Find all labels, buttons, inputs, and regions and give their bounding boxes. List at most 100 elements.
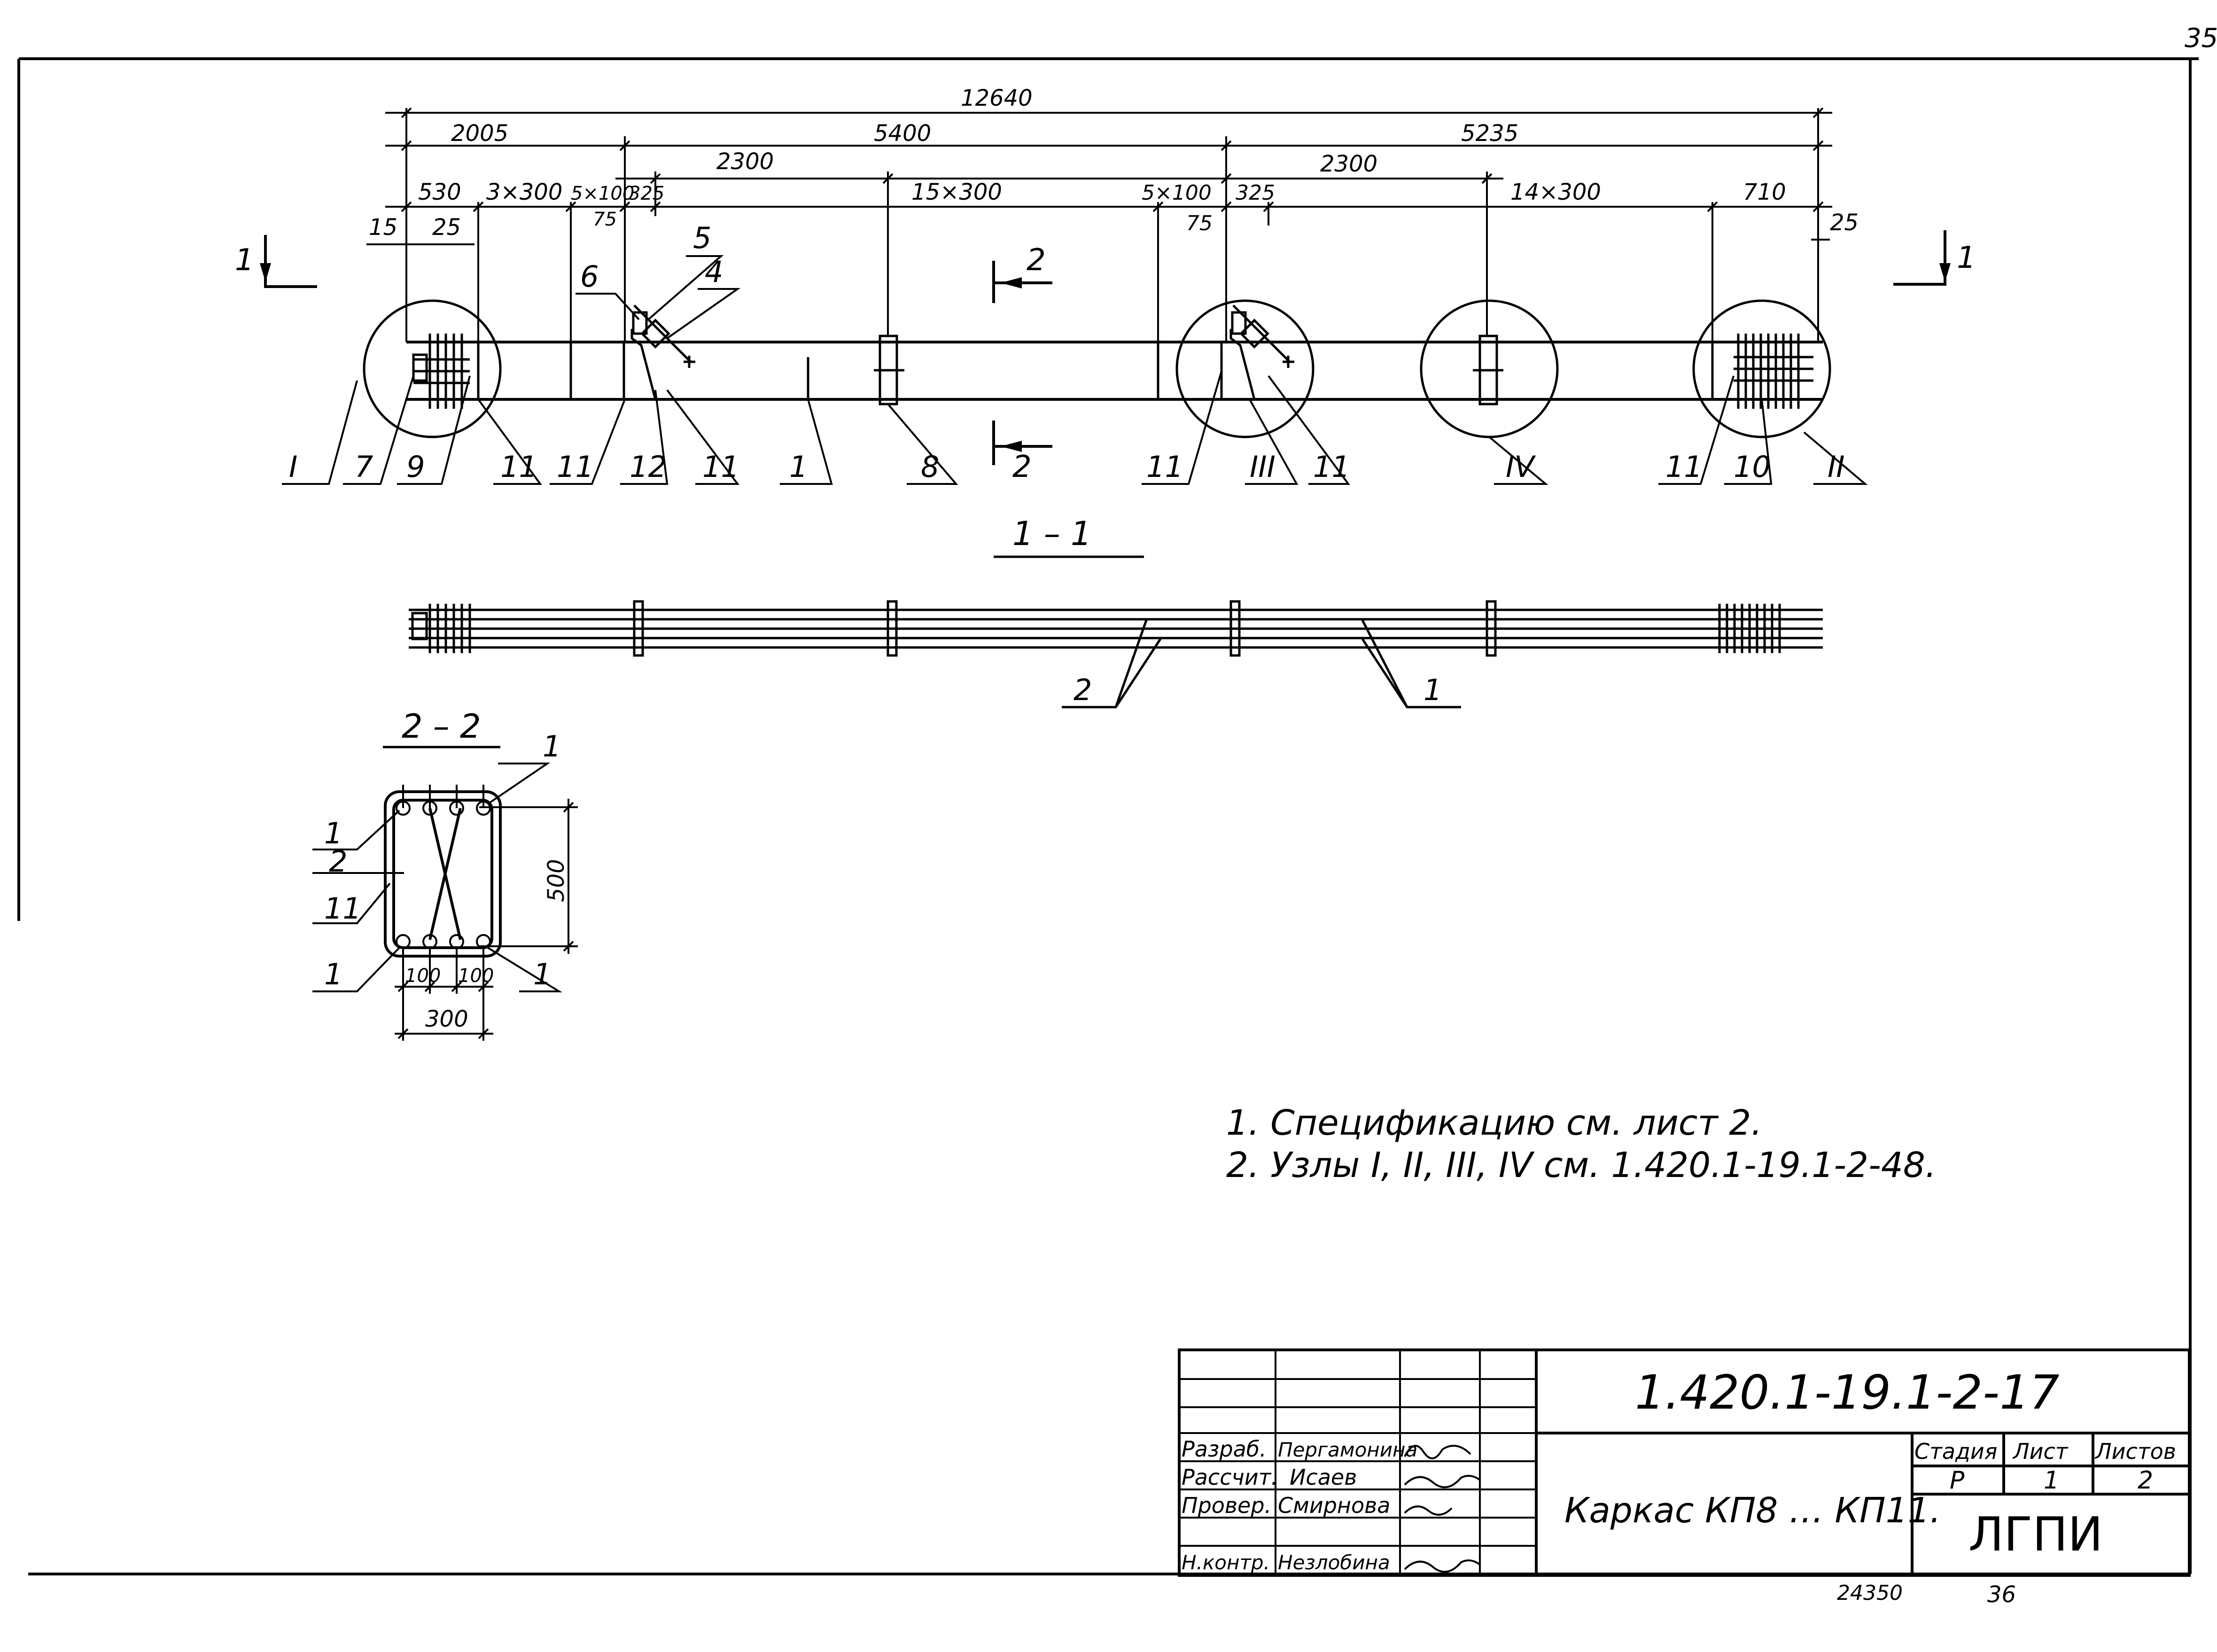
section-2-2-label-1-bottom-left: 1 <box>324 957 342 991</box>
callout-node-II: II <box>1828 450 1845 484</box>
spacer-clamps <box>874 335 1503 405</box>
dim-75-b: 75 <box>1186 211 1213 235</box>
section-mark-2-bottom: 2 <box>992 421 1052 484</box>
svg-text:1: 1 <box>1957 241 1976 275</box>
stirrups <box>477 342 1714 399</box>
dim-seg-left: 2005 <box>451 120 508 147</box>
section-2-2-label-2: 2 <box>329 844 347 879</box>
dim-seg-mid: 5400 <box>874 120 931 147</box>
dim-325-a: 325 <box>629 183 664 204</box>
footer-right-number: 36 <box>1987 1582 2016 1608</box>
name-norm-control: Незлобина <box>1278 1551 1390 1574</box>
dim-530: 530 <box>418 179 461 205</box>
section-2-2-spacing-b: 100 <box>458 965 494 987</box>
svg-text:1: 1 <box>235 243 254 278</box>
callout-labels: I 7 9 11 11 12 11 1 8 11 III 11 IV 11 10… <box>289 221 1845 484</box>
role-checker: Провер. <box>1182 1493 1271 1518</box>
dim-25-left: 25 <box>432 214 461 241</box>
role-calculator: Рассчит. <box>1182 1465 1278 1490</box>
callout-5: 5 <box>693 221 711 255</box>
sheet-frame <box>17 57 2199 1575</box>
notes: 1. Спецификацию см. лист 2. 2. Узлы I, I… <box>1226 1103 1937 1185</box>
note-1: 1. Спецификацию см. лист 2. <box>1226 1103 1762 1143</box>
longitudinal-bars <box>406 341 1823 401</box>
callout-4: 4 <box>705 255 723 289</box>
svg-text:2: 2 <box>1012 450 1032 484</box>
sheets-value: 2 <box>2138 1466 2153 1495</box>
document-code: 1.420.1-19.1-2-17 <box>1635 1365 2059 1420</box>
section-2-2-spacing-a: 100 <box>405 965 441 987</box>
section-mark-1-right: 1 <box>1893 230 1976 286</box>
dim-5x100-a: 5×100 <box>571 183 634 204</box>
section-mark-1-left: 1 <box>235 235 317 288</box>
dim-325-b: 325 <box>1236 181 1275 205</box>
section-2-2-title: 2 – 2 <box>402 707 481 746</box>
callout-7: 7 <box>355 450 373 484</box>
frame-elevation <box>363 299 1831 438</box>
section-1-1: 1 – 1 <box>409 514 1823 709</box>
document-title: Каркас КП8 … КП11. <box>1564 1490 1941 1531</box>
dim-5x100-b: 5×100 <box>1142 181 1212 205</box>
right-end-mesh <box>1734 334 1813 409</box>
section-2-2-height: 500 <box>543 859 569 902</box>
corner-number: 35 <box>2185 23 2217 54</box>
dim-overall: 12640 <box>961 85 1033 111</box>
dim-14x300: 14×300 <box>1510 179 1601 205</box>
callout-9: 9 <box>406 450 425 484</box>
svg-text:2: 2 <box>1027 243 1046 278</box>
section-2-2-label-1-left: 1 <box>324 816 342 850</box>
dim-15x300: 15×300 <box>911 179 1002 205</box>
name-checker: Смирнова <box>1278 1493 1390 1518</box>
sheet-value: 1 <box>2044 1466 2059 1495</box>
sheets-header: Листов <box>2094 1439 2176 1464</box>
footer-left-number: 24350 <box>1837 1581 1903 1605</box>
name-calculator: Исаев <box>1290 1465 1357 1490</box>
callout-leaders <box>282 255 1868 485</box>
callout-11-b: 11 <box>557 450 594 484</box>
role-norm-control: Н.контр. <box>1182 1551 1270 1574</box>
callout-12: 12 <box>630 450 667 484</box>
section-2-2-label-1-top-right: 1 <box>543 729 561 764</box>
dim-15: 15 <box>369 214 397 241</box>
lifting-loops <box>630 304 1294 401</box>
note-2: 2. Узлы I, II, III, IV см. 1.420.1-19.1-… <box>1226 1145 1937 1185</box>
title-block: 1.420.1-19.1-2-17 Каркас КП8 … КП11. Раз… <box>1178 1348 2191 1577</box>
callout-11-d: 11 <box>1146 450 1183 484</box>
section-2-2-label-11: 11 <box>324 891 361 926</box>
stage-value: Р <box>1950 1466 1965 1495</box>
section-1-1-label-1: 1 <box>1424 673 1442 707</box>
dim-seg-right: 5235 <box>1461 120 1518 147</box>
role-developer: Разраб. <box>1182 1436 1267 1462</box>
callout-node-IV: IV <box>1506 450 1536 484</box>
callout-1: 1 <box>789 450 808 484</box>
callout-11-f: 11 <box>1665 450 1703 484</box>
callout-11-c: 11 <box>702 450 739 484</box>
signatures <box>1404 1445 1481 1573</box>
section-mark-2-top: 2 <box>992 243 1052 303</box>
name-developer: Пергамонина <box>1278 1438 1417 1461</box>
callout-11-e: 11 <box>1313 450 1350 484</box>
section-2-2-label-1-bottom-right: 1 <box>533 957 552 991</box>
section-1-1-title: 1 – 1 <box>1012 514 1092 553</box>
callout-node-I: I <box>289 450 297 484</box>
callout-8: 8 <box>921 450 939 484</box>
dim-75-a: 75 <box>593 209 617 230</box>
dim-3x300: 3×300 <box>486 179 562 205</box>
organization: ЛГПИ <box>1968 1507 2103 1562</box>
dim-2300-b: 2300 <box>1320 151 1377 177</box>
callout-6: 6 <box>580 259 599 294</box>
stage-header: Стадия <box>1914 1439 1997 1464</box>
callout-node-III: III <box>1250 450 1276 484</box>
callout-11-a: 11 <box>500 450 537 484</box>
dim-2300-a: 2300 <box>716 148 774 175</box>
section-1-1-label-2: 2 <box>1073 673 1092 707</box>
left-end-mesh <box>412 334 470 409</box>
callout-10: 10 <box>1734 450 1771 484</box>
dim-710: 710 <box>1743 179 1786 205</box>
section-2-2: 2 – 2 <box>312 707 578 1041</box>
sheet-header: Лист <box>2012 1439 2069 1464</box>
section-2-2-width: 300 <box>425 1006 468 1032</box>
detail-circles <box>363 299 1831 438</box>
dimension-labels: 12640 2005 5400 5235 2300 2300 530 3×300… <box>369 85 1859 241</box>
